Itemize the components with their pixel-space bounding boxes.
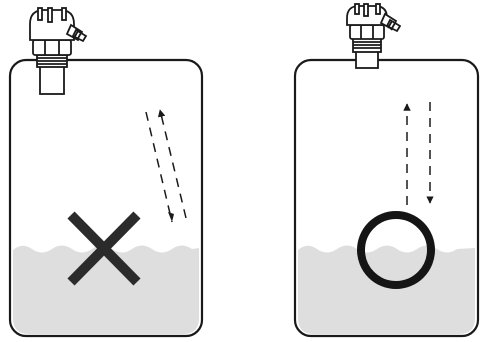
right-liquid [298, 245, 475, 334]
right-panel [293, 3, 480, 338]
left-liquid [13, 245, 199, 334]
left-echo-arrows-icon [145, 109, 187, 223]
left-ultrasonic-sensor-icon [29, 7, 88, 95]
right-ultrasonic-sensor-icon [346, 3, 402, 69]
right-echo-arrows-icon [403, 102, 434, 205]
left-tank [8, 58, 204, 338]
circle-mark-icon [357, 211, 435, 289]
x-mark-icon [67, 211, 141, 286]
right-tank [293, 58, 480, 338]
left-panel [8, 7, 204, 338]
